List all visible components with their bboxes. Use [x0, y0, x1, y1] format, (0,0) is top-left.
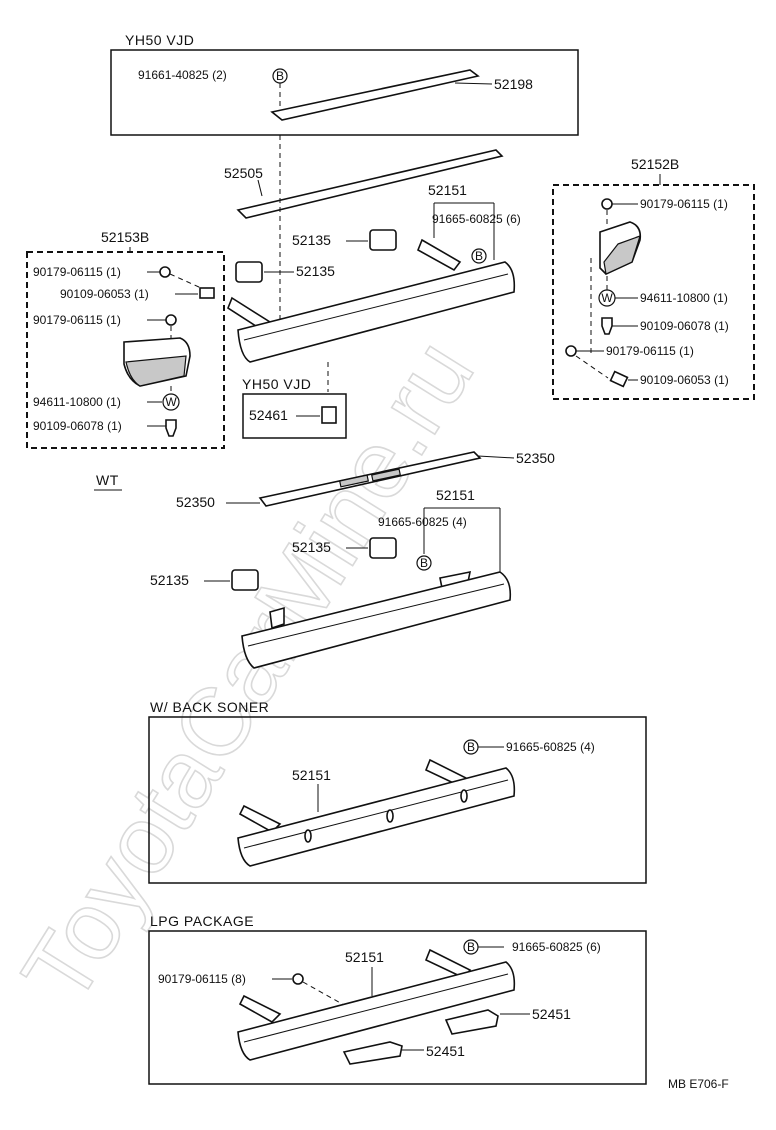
molding-52505 — [236, 149, 504, 219]
section-title-back-soner: W/ BACK SONER — [150, 699, 269, 715]
label-52151-a: 52151 — [428, 182, 467, 198]
section-title-yh50-mid: YH50 VJD — [242, 376, 311, 392]
screw-icon — [199, 287, 215, 299]
screw-icon — [609, 370, 629, 388]
pad-52461 — [321, 406, 337, 424]
svg-text:B: B — [420, 556, 428, 570]
pad-52135 — [235, 261, 263, 283]
section-title-lpg: LPG PACKAGE — [150, 913, 254, 929]
label-52151-c: 52151 — [292, 767, 331, 783]
pad-52135 — [369, 229, 397, 251]
sonar-sensor-hole — [386, 809, 394, 823]
label-52350-b: 52350 — [176, 494, 215, 510]
label-52135-b2: 52135 — [150, 572, 189, 588]
label-52135-b1: 52135 — [292, 539, 331, 555]
nut-icon — [165, 314, 177, 326]
nut-icon — [159, 266, 171, 278]
label-l94611: 94611-10800 (1) — [33, 395, 121, 409]
bolt-b-icon — [471, 248, 487, 264]
label-r90179-2: 90179-06115 (1) — [606, 344, 694, 358]
step-pad-52350 — [258, 451, 482, 507]
label-l90179-1: 90179-06115 (1) — [33, 265, 121, 279]
label-l90179-2: 90179-06115 (1) — [33, 313, 121, 327]
rear-bumper-lpg — [237, 961, 516, 1061]
footer-code: MB E706-F — [668, 1077, 729, 1091]
label-r90109-06078: 90109-06078 (1) — [640, 319, 729, 333]
rear-bumper-soner — [237, 767, 516, 867]
label-52461: 52461 — [249, 407, 288, 423]
label-91665-60825-b: 91665-60825 (4) — [378, 515, 467, 529]
label-52350-a: 52350 — [516, 450, 555, 466]
label-52151-d: 52151 — [345, 949, 384, 965]
label-90179-06115-d: 90179-06115 (8) — [158, 972, 246, 986]
group-52153b-frame — [26, 251, 225, 449]
label-91665-60825-c: 91665-60825 (4) — [506, 740, 595, 754]
label-52198: 52198 — [494, 76, 533, 92]
rear-bumper-wt — [241, 571, 512, 669]
section-title-yh50-top: YH50 VJD — [125, 32, 194, 48]
pad-52135 — [231, 569, 259, 591]
svg-text:W: W — [165, 395, 177, 409]
label-91665-60825-d: 91665-60825 (6) — [512, 940, 601, 954]
label-91661-40825: 91661-40825 (2) — [138, 68, 227, 82]
label-52153b: 52153B — [101, 229, 149, 245]
bracket-52451 — [342, 1041, 403, 1065]
washer-w-icon — [162, 393, 180, 411]
molding-52198 — [270, 69, 480, 121]
svg-text:B: B — [467, 740, 475, 754]
bumper-stay — [238, 994, 282, 1023]
label-91665-60825-a: 91665-60825 (6) — [432, 212, 521, 226]
section-title-wt: WT — [96, 472, 119, 488]
pad-52135 — [369, 537, 397, 559]
label-r90109-06053: 90109-06053 (1) — [640, 373, 729, 387]
bumper-stay — [269, 606, 285, 630]
label-l90109-06078: 90109-06078 (1) — [33, 419, 122, 433]
group-52152b-frame — [552, 184, 755, 400]
svg-text:B: B — [467, 940, 475, 954]
bracket-52451 — [444, 1009, 499, 1035]
label-l90109-06053: 90109-06053 (1) — [60, 287, 149, 301]
label-r90179-1: 90179-06115 (1) — [640, 197, 728, 211]
label-52451-a: 52451 — [532, 1006, 571, 1022]
sonar-sensor-hole — [460, 789, 468, 803]
svg-text:W: W — [601, 291, 613, 305]
nut-icon — [601, 198, 613, 210]
label-r94611: 94611-10800 (1) — [640, 291, 728, 305]
nut-icon — [565, 345, 577, 357]
svg-text:B: B — [276, 69, 284, 83]
bolt-icon — [165, 419, 177, 437]
label-52451-b: 52451 — [426, 1043, 465, 1059]
label-52135-a1: 52135 — [292, 232, 331, 248]
label-52152b: 52152B — [631, 156, 679, 172]
back-soner-frame — [148, 716, 647, 884]
nut-icon — [292, 973, 304, 985]
label-52135-a2: 52135 — [296, 263, 335, 279]
bolt-icon — [601, 317, 613, 335]
sonar-sensor-hole — [304, 829, 312, 843]
bumper-stay — [416, 238, 462, 272]
svg-text:B: B — [475, 249, 483, 263]
label-52151-b: 52151 — [436, 487, 475, 503]
bolt-b-icon — [416, 555, 432, 571]
yh50-mid-frame — [242, 393, 347, 439]
rear-bumper-upper — [237, 261, 516, 363]
yh50-top-frame — [110, 49, 579, 136]
label-52505: 52505 — [224, 165, 263, 181]
lpg-frame — [148, 930, 647, 1085]
